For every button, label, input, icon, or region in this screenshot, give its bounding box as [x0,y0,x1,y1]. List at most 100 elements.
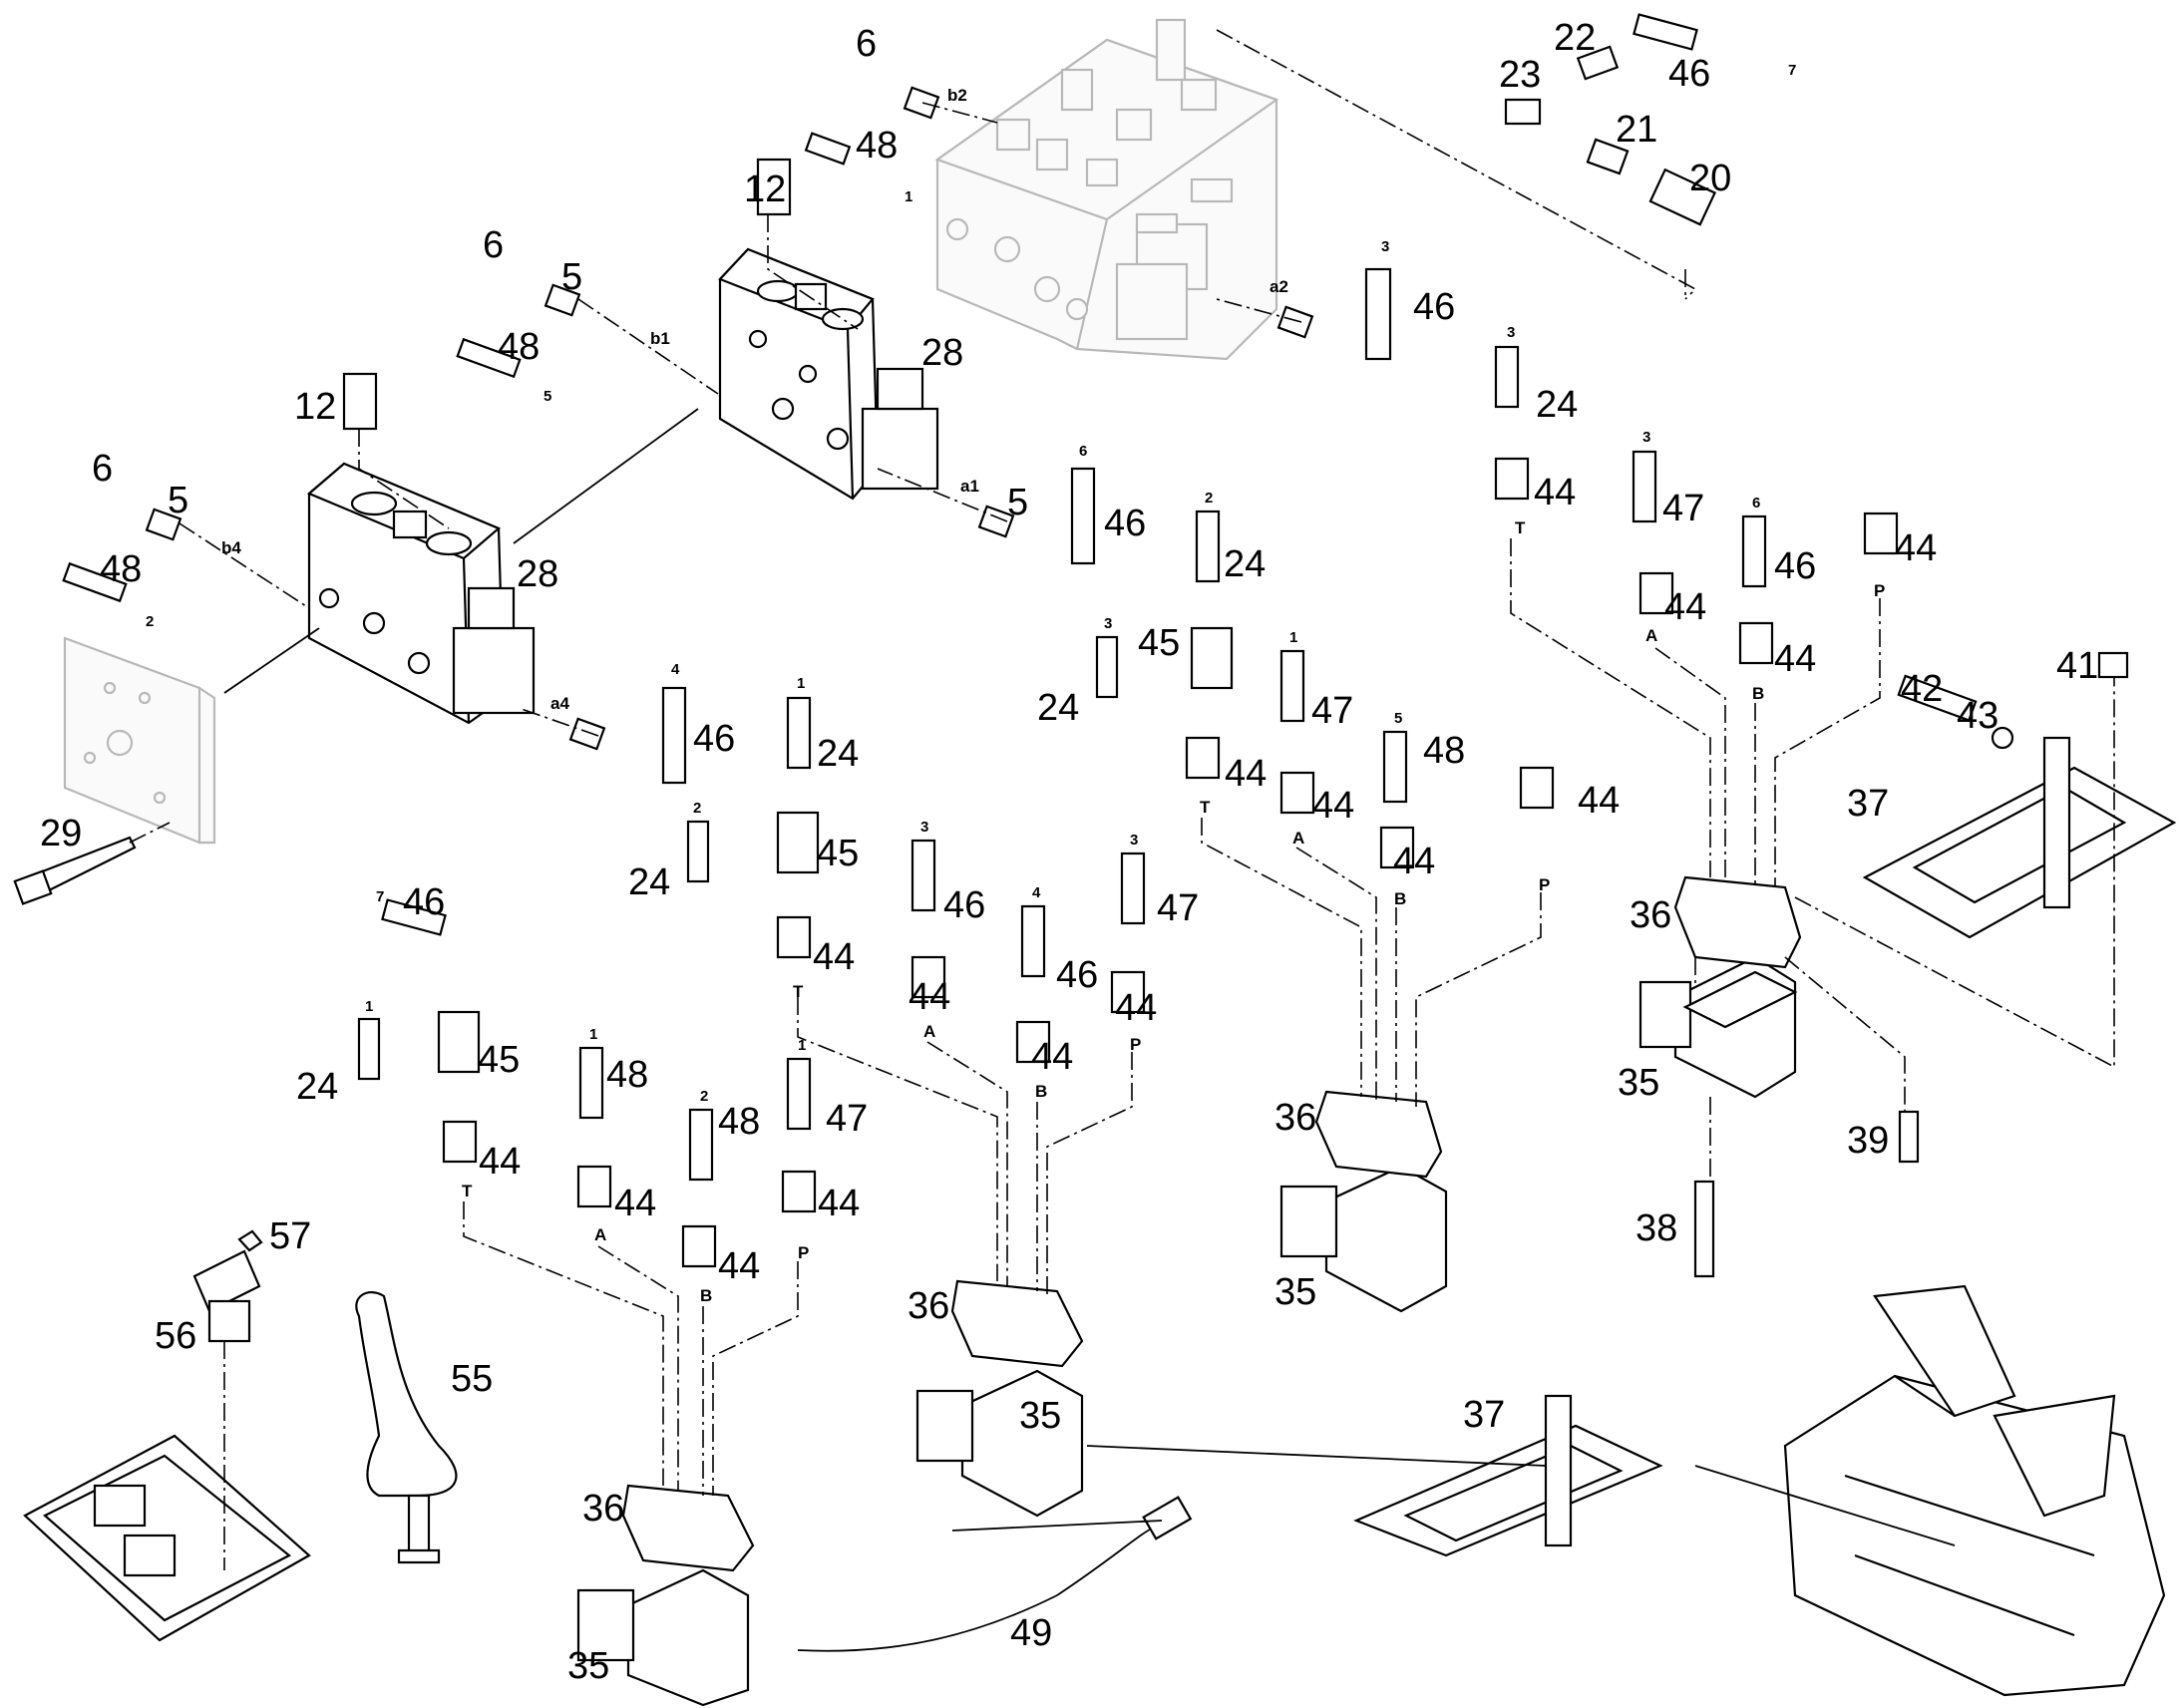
callout-number: 44 [813,936,855,978]
port-label: T [1515,518,1526,537]
hose-number: 2 [693,800,701,817]
mount-plate-29 [63,636,216,845]
callout-number: 6 [856,23,877,65]
hose-number: 3 [1381,238,1389,255]
hose-number: 2 [700,1088,708,1105]
callout-number: 47 [1662,488,1704,529]
callout-number: 46 [1413,286,1455,328]
hose-number: 5 [1394,710,1402,727]
callout-number: 44 [1534,472,1576,513]
callout-number: 35 [1019,1395,1061,1437]
port-label: a4 [550,694,569,713]
callout-number: 48 [498,326,540,368]
callout-number: 36 [582,1488,624,1530]
port-label: P [1874,581,1885,600]
flange-36-bottom [621,1484,755,1572]
callout-number: 44 [479,1141,521,1183]
port-label: b1 [650,329,670,348]
callout-number: 39 [1847,1120,1889,1162]
callout-number: 46 [693,718,735,760]
port-label: B [1035,1082,1047,1101]
hose-number: 1 [365,998,373,1015]
callout-number: 6 [92,448,113,490]
callout-number: 24 [1224,543,1266,585]
callout-number: 44 [1312,785,1354,827]
callout-number: 24 [1037,687,1079,729]
callout-number: 43 [1957,695,1998,737]
port-label: T [1200,798,1211,817]
port-label: B [700,1286,712,1305]
hose-number: 3 [920,819,928,836]
callout-number: 37 [1847,783,1889,825]
callout-number: 55 [451,1358,493,1400]
hose-number: 2 [146,613,154,630]
callout-number: 44 [1578,780,1620,822]
callout-number: 49 [1010,1612,1052,1654]
hose-number: 7 [1788,62,1796,79]
port-label: a2 [1270,277,1288,296]
callout-number: 37 [1463,1394,1505,1436]
hose-number: 1 [797,675,805,692]
callout-number: 44 [1115,987,1157,1029]
callout-number: 57 [269,1215,311,1257]
callout-number: 44 [1895,527,1937,569]
port-label: b4 [221,538,241,557]
callout-number: 5 [168,480,188,521]
callout-number: 36 [1274,1097,1316,1139]
callout-number: 5 [1007,482,1028,523]
loader-frame [1783,1284,2166,1697]
bolt-29 [13,836,137,905]
callout-number: 48 [718,1101,760,1143]
solenoid-35-right [1638,955,1798,1099]
valve-block-28-lower [306,462,536,725]
callout-number: 46 [1668,53,1710,95]
port-label: A [1292,829,1304,848]
callout-number: 12 [744,169,786,210]
callout-number: 44 [614,1183,656,1224]
cable-49 [797,1496,1193,1652]
bracket-37-right [1862,736,2177,939]
hose-number: 3 [1507,324,1515,341]
callout-number: 44 [718,1245,760,1287]
callout-number: 45 [1138,622,1180,664]
callout-number: 45 [478,1039,520,1081]
callout-number: 36 [1630,894,1671,936]
port-label: P [1539,875,1550,894]
callout-number: 46 [1774,545,1816,587]
callout-number: 56 [155,1315,196,1357]
hose-number: 5 [544,388,551,405]
port-label: T [462,1182,473,1200]
callout-number: 44 [818,1183,860,1224]
callout-number: 44 [908,976,950,1018]
hose-number: 2 [1205,490,1213,507]
port-label: P [798,1243,809,1262]
callout-number: 35 [1274,1271,1316,1313]
port-label: a1 [960,477,979,496]
hose-number: 4 [671,661,680,678]
hose-number: 7 [376,888,384,905]
hose-number: 6 [1752,495,1760,512]
port-label: P [1130,1035,1141,1054]
callout-number: 46 [1104,503,1146,544]
leader-lines [129,29,2115,1570]
callout-number: 24 [628,861,670,903]
hose-number: 3 [1642,429,1650,446]
joystick-55 [355,1290,458,1564]
callout-number: 46 [403,881,445,923]
switch-56 [192,1249,261,1343]
flange-36-mid [1314,1090,1443,1179]
callout-number: 44 [1393,841,1435,882]
switch-panel [23,1434,311,1642]
callout-number: 44 [1774,638,1816,680]
flange-36-lower [950,1279,1084,1368]
callout-number: 24 [817,733,859,775]
callout-number: 28 [921,332,963,374]
port-label: A [1645,626,1657,645]
solenoid-35-lower [915,1369,1084,1518]
main-control-valve [934,18,1279,361]
callout-number: 24 [1536,384,1578,426]
